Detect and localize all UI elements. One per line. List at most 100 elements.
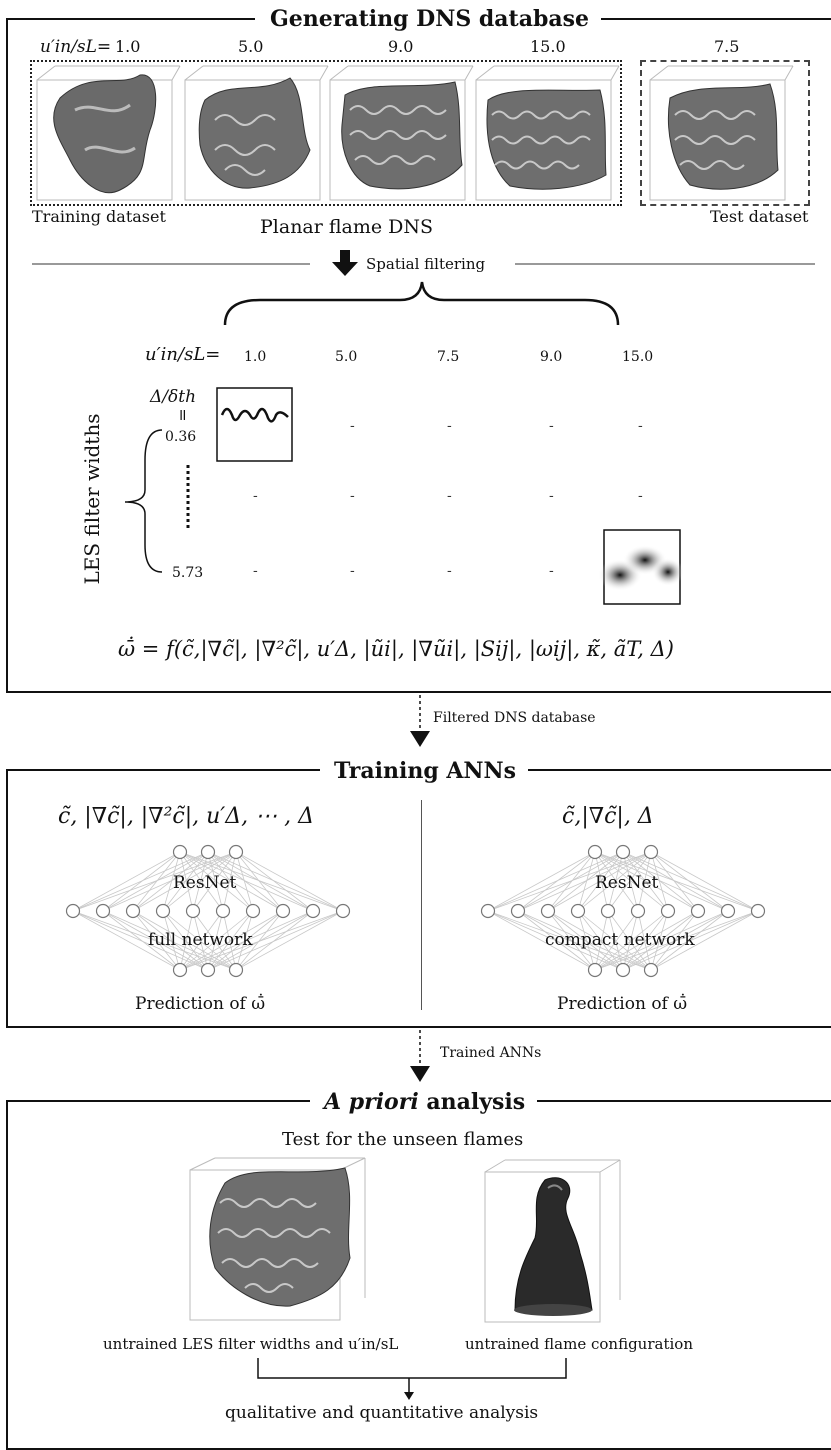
network-edge bbox=[132, 910, 209, 971]
network-node bbox=[587, 844, 603, 860]
spatial-filtering-label: Spatial filtering bbox=[366, 255, 486, 273]
network-edge bbox=[607, 851, 652, 912]
network-node bbox=[615, 962, 631, 978]
network-edge bbox=[207, 851, 254, 912]
untrained-config-caption: untrained flame configuration bbox=[465, 1335, 693, 1353]
flame-surface-3 bbox=[341, 81, 463, 190]
grid-dash: - bbox=[549, 563, 554, 579]
compact-network-label: compact network bbox=[545, 930, 695, 950]
network-node bbox=[172, 962, 188, 978]
grid-dash: - bbox=[253, 563, 258, 579]
network-edge bbox=[132, 910, 237, 971]
grid-dash: - bbox=[350, 488, 355, 504]
network-edge bbox=[650, 851, 699, 912]
grid-velocity-5: 15.0 bbox=[622, 349, 654, 365]
network-node bbox=[540, 903, 556, 919]
network-edge bbox=[594, 910, 729, 971]
network-edge bbox=[517, 851, 596, 912]
network-edge bbox=[487, 851, 652, 912]
grid-dash: - bbox=[638, 418, 643, 434]
network-edge bbox=[162, 851, 181, 912]
velocity-top-4: 15.0 bbox=[530, 37, 566, 56]
network-edge bbox=[207, 851, 224, 912]
network-edge bbox=[594, 910, 669, 971]
network-node bbox=[215, 903, 231, 919]
network-node bbox=[570, 903, 586, 919]
network-edge bbox=[235, 851, 284, 912]
network-edge bbox=[207, 910, 344, 971]
network-edge bbox=[594, 851, 729, 912]
network-divider bbox=[421, 800, 422, 1010]
velocity-top-3: 9.0 bbox=[388, 37, 414, 56]
full-network-label: full network bbox=[148, 930, 253, 950]
spatial-filtering-arrow bbox=[32, 250, 815, 276]
filtered-sample-small bbox=[216, 387, 293, 462]
planar-flame-label: Planar flame DNS bbox=[260, 216, 434, 238]
network-edge bbox=[192, 910, 209, 971]
network-edge bbox=[547, 910, 624, 971]
velocity-top-1: 1.0 bbox=[115, 37, 141, 56]
network-edge bbox=[207, 910, 224, 971]
network-edge bbox=[650, 910, 699, 971]
velocity-top-5: 7.5 bbox=[714, 37, 740, 56]
section2-top-rule bbox=[6, 769, 831, 771]
network-edge bbox=[594, 851, 609, 912]
network-node bbox=[65, 903, 81, 919]
network-edge bbox=[72, 910, 209, 971]
trained-anns-label: Trained ANNs bbox=[440, 1045, 542, 1061]
network-edge bbox=[577, 910, 596, 971]
network-node bbox=[587, 962, 603, 978]
network-node bbox=[228, 844, 244, 860]
network-edge bbox=[179, 851, 254, 912]
velocity-top-2: 5.0 bbox=[238, 37, 264, 56]
network-edge bbox=[132, 910, 181, 971]
grid-dash: - bbox=[350, 563, 355, 579]
network-edge bbox=[517, 910, 596, 971]
network-node bbox=[630, 903, 646, 919]
network-edge bbox=[162, 851, 237, 912]
network-edge bbox=[179, 910, 284, 971]
network-edge bbox=[162, 910, 209, 971]
network-edge bbox=[594, 910, 699, 971]
network-node bbox=[95, 903, 111, 919]
training-dataset-label: Training dataset bbox=[32, 207, 166, 226]
network-edge bbox=[594, 910, 639, 971]
untrained-filter-caption: untrained LES filter widths and u′in/sL bbox=[103, 1335, 399, 1353]
grid-dash: - bbox=[638, 488, 643, 504]
network-edge bbox=[547, 851, 652, 912]
network-edge bbox=[650, 910, 669, 971]
network-node bbox=[275, 903, 291, 919]
dns-flame-images bbox=[36, 65, 794, 201]
network-edge bbox=[622, 851, 669, 912]
network-edge bbox=[622, 910, 729, 971]
a-priori-flame-images bbox=[189, 1157, 621, 1323]
network-node bbox=[245, 903, 261, 919]
network-node bbox=[615, 844, 631, 860]
filter-grid-graphics bbox=[124, 387, 684, 605]
network-edge bbox=[222, 910, 237, 971]
network-edge bbox=[577, 851, 596, 912]
network-edge bbox=[622, 851, 729, 912]
network-edge bbox=[162, 910, 237, 971]
network-edge bbox=[179, 851, 194, 912]
analysis-label: qualitative and quantitative analysis bbox=[225, 1403, 539, 1423]
grid-dash: - bbox=[549, 488, 554, 504]
network-edge bbox=[179, 851, 314, 912]
network-edge bbox=[179, 910, 224, 971]
network-node bbox=[125, 903, 141, 919]
network-edge bbox=[547, 910, 652, 971]
network-edge bbox=[577, 910, 652, 971]
network-edge bbox=[207, 910, 254, 971]
grid-velocity-4: 9.0 bbox=[540, 349, 563, 365]
network-edge bbox=[487, 910, 652, 971]
network-edge bbox=[102, 851, 237, 912]
network-edge bbox=[235, 910, 254, 971]
test-dataset-box bbox=[640, 60, 810, 206]
network-edge bbox=[192, 851, 209, 912]
network-edge bbox=[162, 851, 209, 912]
network-edge bbox=[179, 851, 344, 912]
network-edge bbox=[192, 910, 237, 971]
merge-connector bbox=[257, 1358, 567, 1400]
network-edge bbox=[162, 910, 181, 971]
network-edge bbox=[179, 851, 224, 912]
